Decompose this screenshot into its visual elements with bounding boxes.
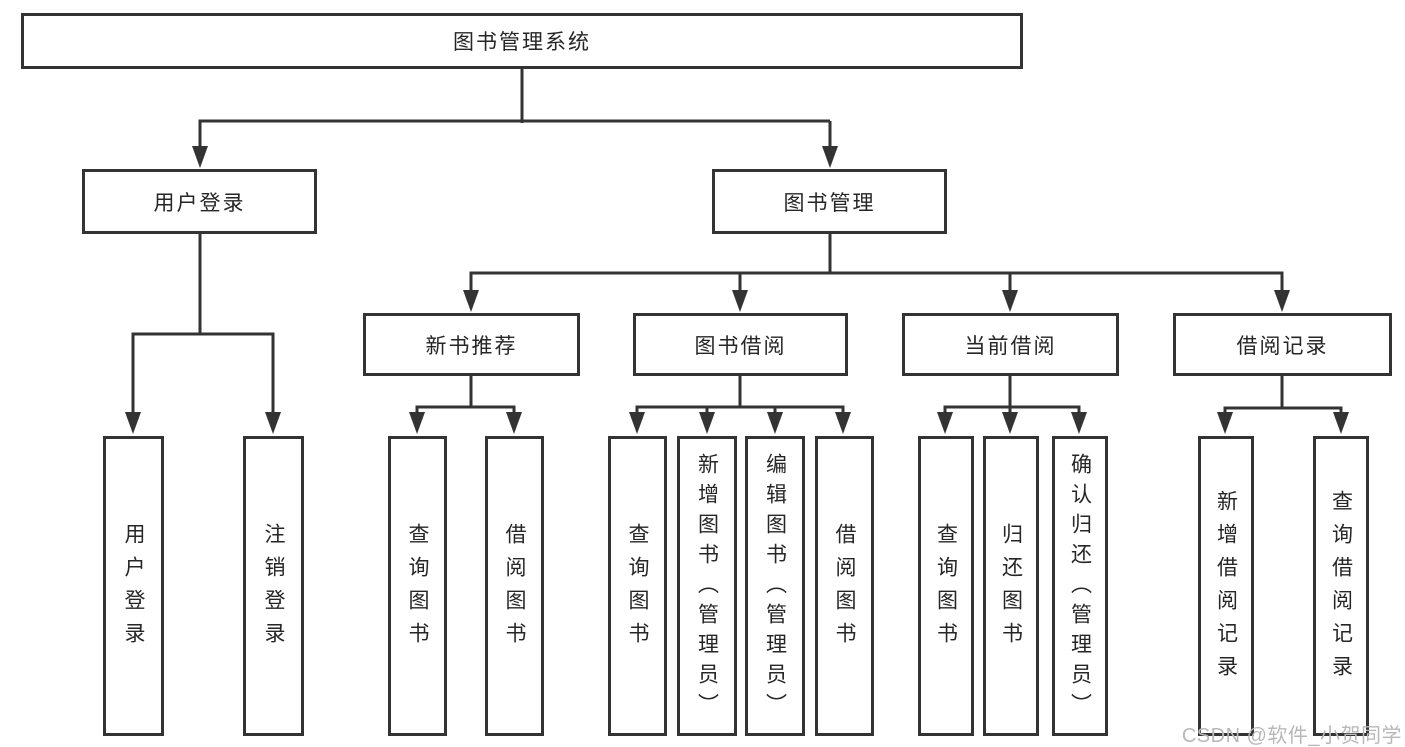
- leaf-add-borrow-record: 新增借阅记录: [1198, 436, 1254, 736]
- node-borrowing-records: 借阅记录: [1173, 313, 1392, 376]
- connector-paths: [131, 68, 1343, 414]
- leaf-query-borrow-record: 查询借阅记录: [1313, 436, 1369, 736]
- arrowhead: [1274, 290, 1290, 312]
- node-book-borrowing: 图书借阅: [633, 313, 848, 376]
- arrowheads: [125, 146, 1349, 434]
- leaf-logout: 注销登录: [243, 436, 304, 736]
- leaf-add-books-admin: 新增图书（管理员）: [677, 436, 737, 736]
- leaf-edit-books-admin: 编辑图书（管理员）: [745, 436, 805, 736]
- node-current-borrowing: 当前借阅: [902, 313, 1119, 376]
- leaf-recommend-borrow-books: 借阅图书: [485, 436, 544, 736]
- arrowhead: [192, 146, 208, 168]
- arrowhead: [937, 412, 953, 434]
- arrowhead: [699, 412, 715, 434]
- arrowhead: [463, 290, 479, 312]
- arrowhead: [629, 412, 645, 434]
- leaf-borrowing-query-books: 查询图书: [608, 436, 667, 736]
- node-user-login: 用户登录: [82, 169, 317, 234]
- arrowhead: [1217, 412, 1233, 434]
- arrowhead: [822, 146, 838, 168]
- arrowhead: [732, 290, 748, 312]
- arrowhead: [409, 412, 425, 434]
- arrowhead: [767, 412, 783, 434]
- arrowhead: [835, 412, 851, 434]
- leaf-confirm-return-admin: 确认归还（管理员）: [1052, 436, 1108, 736]
- arrowhead: [1002, 290, 1018, 312]
- csdn-watermark: CSDN @软件_小贺同学: [1181, 725, 1402, 747]
- arrowhead: [506, 412, 522, 434]
- leaf-current-query-books: 查询图书: [918, 436, 974, 736]
- leaf-borrow-books: 借阅图书: [815, 436, 874, 736]
- arrowhead: [1333, 412, 1349, 434]
- leaf-user-login: 用户登录: [103, 436, 164, 736]
- leaf-return-books: 归还图书: [983, 436, 1039, 736]
- arrowhead: [1071, 412, 1087, 434]
- leaf-recommend-query-books: 查询图书: [388, 436, 447, 736]
- arrowhead: [125, 412, 141, 434]
- node-book-management: 图书管理: [712, 169, 947, 234]
- arrowhead: [265, 412, 281, 434]
- node-new-book-recommend: 新书推荐: [363, 313, 580, 376]
- arrowhead: [1002, 412, 1018, 434]
- node-library-management-system: 图书管理系统: [21, 13, 1023, 69]
